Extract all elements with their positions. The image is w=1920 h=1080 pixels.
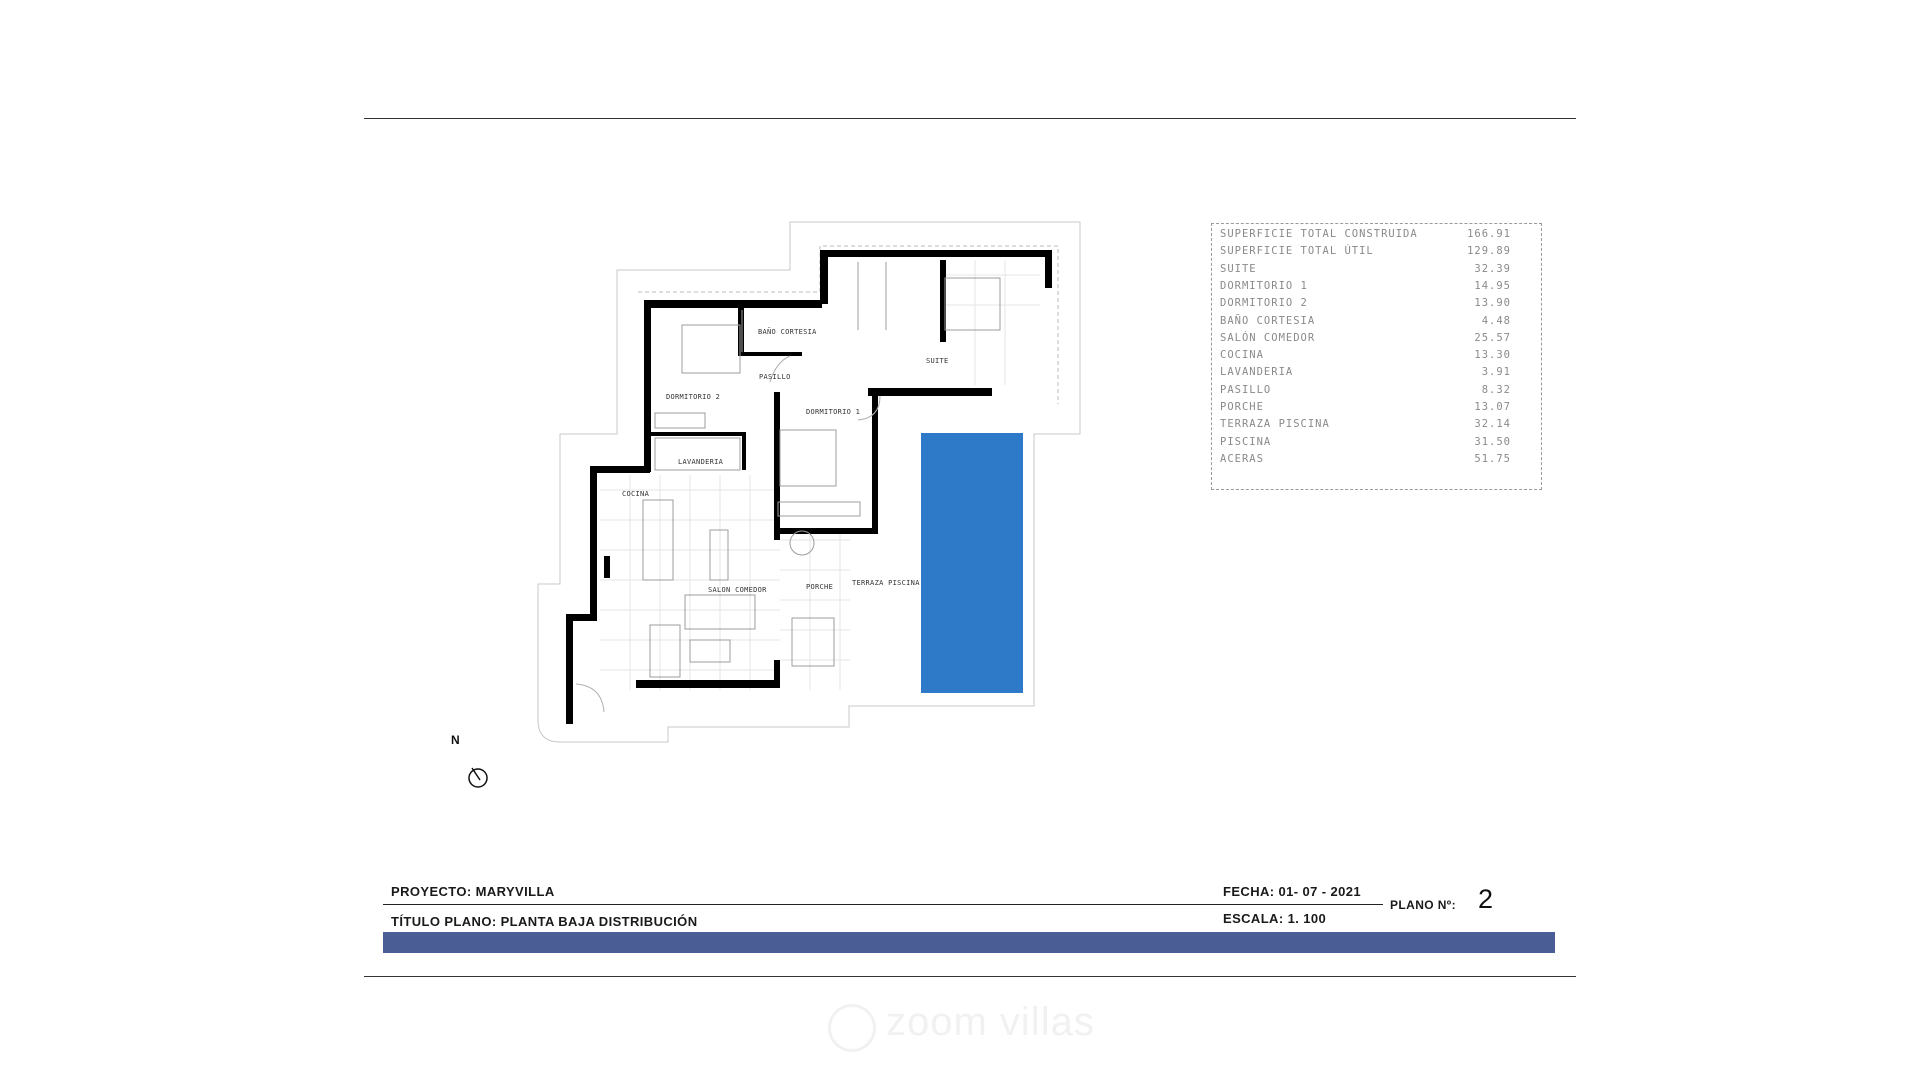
title-divider-line (383, 904, 1383, 905)
scale-label: ESCALA: 1. 100 (1223, 911, 1327, 926)
plot-outline (537, 221, 1081, 743)
areas-table-row: DORMITORIO 2 13.90 (1220, 297, 1511, 314)
room-label-dormitorio-2: DORMITORIO 2 (666, 393, 720, 401)
area-value: 13.90 (1474, 297, 1511, 310)
areas-table-row: BAÑO CORTESIA 4.48 (1220, 315, 1511, 332)
area-value: 25.57 (1474, 331, 1511, 344)
area-value: 129.89 (1467, 245, 1511, 258)
top-border-line (364, 118, 1576, 119)
watermark-text: zoom villas (886, 1000, 1095, 1044)
room-label-lavanderia: LAVANDERIA (678, 458, 724, 466)
bottom-border-line (364, 976, 1576, 977)
areas-table-row: PISCINA 31.50 (1220, 436, 1511, 453)
room-label-suite: SUITE (926, 357, 949, 365)
areas-table-row: LAVANDERIA 3.91 (1220, 366, 1511, 383)
room-label-cocina: COCINA (622, 490, 650, 498)
date-label: FECHA: 01- 07 - 2021 (1223, 884, 1362, 899)
area-name: PISCINA (1220, 435, 1272, 448)
areas-table-row: TERRAZA PISCINA 32.14 (1220, 418, 1511, 435)
room-label-salon-comedor: SALON COMEDOR (708, 586, 767, 594)
plan-number: 2 (1478, 884, 1494, 914)
area-name: ACERAS (1220, 452, 1264, 465)
area-value: 32.14 (1474, 418, 1511, 431)
watermark-logo-icon (828, 1004, 876, 1052)
area-name: TERRAZA PISCINA (1220, 418, 1330, 431)
area-name: SUITE (1220, 262, 1257, 275)
area-name: LAVANDERIA (1220, 366, 1294, 379)
room-label-dormitorio-1: DORMITORIO 1 (806, 408, 860, 416)
area-name: COCINA (1220, 349, 1264, 362)
area-value: 31.50 (1474, 435, 1511, 448)
area-name: SUPERFICIE TOTAL ÚTIL (1220, 245, 1374, 258)
areas-table-row: ACERAS 51.75 (1220, 453, 1511, 470)
area-name: DORMITORIO 1 (1220, 279, 1308, 292)
area-value: 166.91 (1467, 228, 1511, 240)
areas-table-row: PORCHE 13.07 (1220, 401, 1511, 418)
room-label-pasillo: PASILLO (759, 373, 791, 381)
areas-table-row: SUPERFICIE TOTAL CONSTRUIDA 166.91 (1220, 228, 1511, 245)
area-name: SALÓN COMEDOR (1220, 331, 1316, 344)
room-label-bano-cortesia: BAÑO CORTESIA (758, 327, 817, 336)
area-value: 32.39 (1474, 262, 1511, 275)
north-label: N (451, 733, 460, 747)
areas-table-row: SALÓN COMEDOR 25.57 (1220, 332, 1511, 349)
area-value: 14.95 (1474, 279, 1511, 292)
area-name: PORCHE (1220, 401, 1264, 413)
area-value: 3.91 (1481, 366, 1511, 379)
area-name: DORMITORIO 2 (1220, 297, 1308, 310)
area-value: 4.48 (1481, 314, 1511, 327)
north-arrow-icon (468, 767, 488, 788)
areas-table-row: PASILLO 8.32 (1220, 384, 1511, 401)
areas-table-row: DORMITORIO 1 14.95 (1220, 280, 1511, 297)
area-value: 8.32 (1481, 383, 1511, 396)
dashed-eaves-line (638, 245, 1059, 404)
room-label-terraza-piscina: TERRAZA PISCINA (852, 579, 920, 587)
plan-title-label: TÍTULO PLANO: PLANTA BAJA DISTRIBUCIÓN (391, 914, 698, 929)
area-name: PASILLO (1220, 383, 1272, 396)
areas-table-row: COCINA 13.30 (1220, 349, 1511, 366)
area-value: 13.07 (1474, 401, 1511, 413)
area-name: BAÑO CORTESIA (1220, 314, 1316, 327)
areas-table-row: SUPERFICIE TOTAL ÚTIL 129.89 (1220, 245, 1511, 262)
door-swings (575, 355, 881, 713)
areas-table-row: SUITE 32.39 (1220, 263, 1511, 280)
floor-tiles (600, 260, 1040, 690)
walls (566, 250, 1052, 724)
furniture (642, 262, 1001, 678)
area-name: SUPERFICIE TOTAL CONSTRUIDA (1220, 228, 1418, 240)
title-color-band (383, 932, 1555, 953)
project-label: PROYECTO: MARYVILLA (391, 884, 555, 899)
pool (921, 433, 1023, 693)
room-label-porche: PORCHE (806, 583, 833, 591)
area-value: 51.75 (1474, 452, 1511, 465)
area-value: 13.30 (1474, 349, 1511, 362)
plan-number-label: PLANO Nº: (1390, 898, 1456, 912)
